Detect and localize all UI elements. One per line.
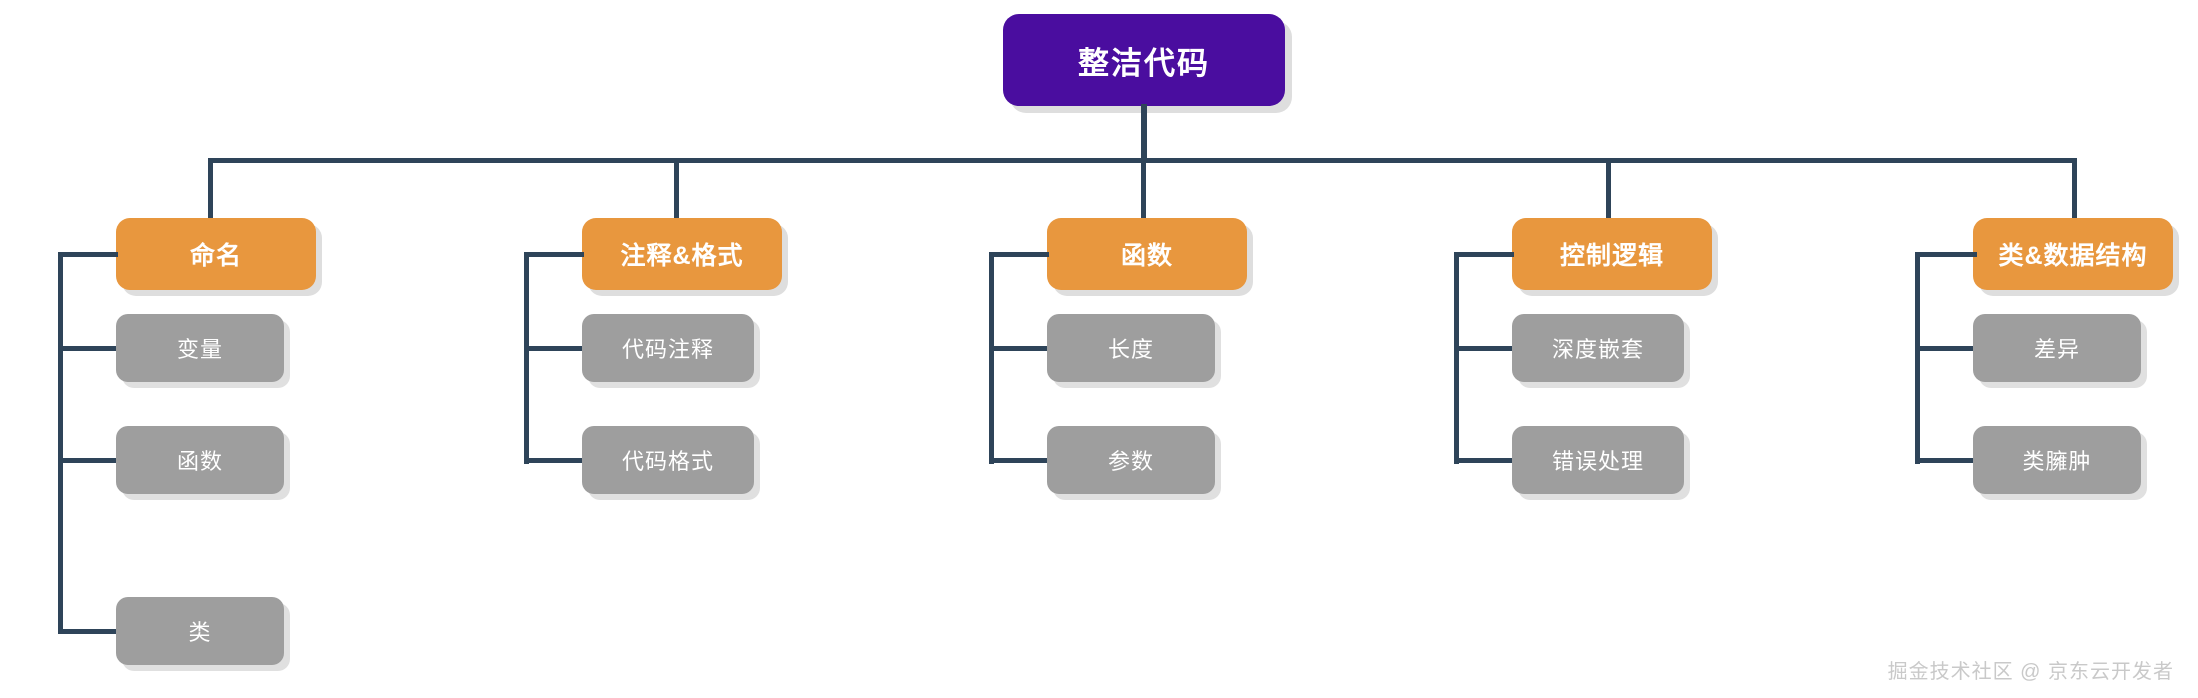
leaf-node-3-2-label: 参数 [1107, 449, 1154, 474]
root-node-label: 整洁代码 [1078, 45, 1210, 81]
edge-branch-2-rail [524, 252, 529, 464]
edge-branch-2-stub [524, 252, 584, 257]
leaf-node-1-1[interactable]: 变量 [116, 314, 284, 382]
leaf-node-3-1[interactable]: 长度 [1047, 314, 1215, 382]
leaf-node-5-1[interactable]: 差异 [1973, 314, 2141, 382]
leaf-node-4-1-label: 深度嵌套 [1551, 337, 1644, 362]
leaf-node-1-2[interactable]: 函数 [116, 426, 284, 494]
leaf-node-4-2[interactable]: 错误处理 [1512, 426, 1684, 494]
edge-branch-3-stub [989, 252, 1049, 257]
edge-branch-2-child-1 [524, 346, 586, 351]
branch-node-5-label: 类&数据结构 [1998, 242, 2148, 270]
edge-branch-3-rail [989, 252, 994, 464]
leaf-node-5-2[interactable]: 类臃肿 [1973, 426, 2141, 494]
edge-drop-branch-4 [1606, 158, 1611, 220]
branch-node-5[interactable]: 类&数据结构 [1973, 218, 2173, 290]
edge-branch-1-child-3 [58, 629, 120, 634]
edge-branch-4-stub [1454, 252, 1514, 257]
branch-node-3[interactable]: 函数 [1047, 218, 1247, 290]
branch-node-1[interactable]: 命名 [116, 218, 316, 290]
edge-branch-3-child-1 [989, 346, 1051, 351]
edge-branch-4-child-2 [1454, 458, 1516, 463]
edge-branch-5-rail [1915, 252, 1920, 464]
edge-branch-5-child-2 [1915, 458, 1977, 463]
leaf-node-1-3-label: 类 [188, 620, 212, 645]
leaf-node-5-2-label: 类臃肿 [2022, 449, 2092, 474]
edge-branch-3-child-2 [989, 458, 1051, 463]
edge-branch-2-child-2 [524, 458, 586, 463]
leaf-node-4-2-label: 错误处理 [1551, 449, 1644, 474]
leaf-node-1-1-label: 变量 [176, 337, 223, 362]
edge-drop-branch-3 [1141, 158, 1146, 220]
leaf-node-1-2-label: 函数 [176, 449, 223, 474]
leaf-node-2-1[interactable]: 代码注释 [582, 314, 754, 382]
edge-branch-1-child-1 [58, 346, 120, 351]
edge-branch-4-rail [1454, 252, 1459, 464]
branch-node-2-label: 注释&格式 [620, 242, 744, 270]
edge-drop-branch-2 [674, 158, 679, 220]
edge-branch-1-stub [58, 252, 118, 257]
leaf-node-3-1-label: 长度 [1107, 337, 1154, 362]
edge-branch-5-child-1 [1915, 346, 1977, 351]
leaf-node-4-1[interactable]: 深度嵌套 [1512, 314, 1684, 382]
edge-branch-1-child-2 [58, 458, 120, 463]
branch-node-2[interactable]: 注释&格式 [582, 218, 782, 290]
leaf-node-1-3[interactable]: 类 [116, 597, 284, 665]
edge-branch-4-child-1 [1454, 346, 1516, 351]
leaf-node-3-2[interactable]: 参数 [1047, 426, 1215, 494]
branch-node-4-label: 控制逻辑 [1559, 242, 1664, 270]
edge-drop-branch-1 [208, 158, 213, 220]
edge-branch-1-rail [58, 252, 63, 634]
branch-node-4[interactable]: 控制逻辑 [1512, 218, 1712, 290]
leaf-node-2-2-label: 代码格式 [621, 449, 714, 474]
edge-branch-5-stub [1915, 252, 1977, 257]
root-node-clean-code[interactable]: 整洁代码 [1003, 14, 1285, 106]
edge-root-stem [1141, 104, 1147, 162]
leaf-node-2-1-label: 代码注释 [621, 337, 714, 362]
branch-node-1-label: 命名 [189, 242, 242, 270]
leaf-node-5-1-label: 差异 [2033, 337, 2080, 362]
watermark-text: 掘金技术社区 @ 京东云开发者 [1887, 661, 2174, 683]
branch-node-3-label: 函数 [1120, 242, 1173, 270]
leaf-node-2-2[interactable]: 代码格式 [582, 426, 754, 494]
edge-drop-branch-5 [2072, 158, 2077, 220]
